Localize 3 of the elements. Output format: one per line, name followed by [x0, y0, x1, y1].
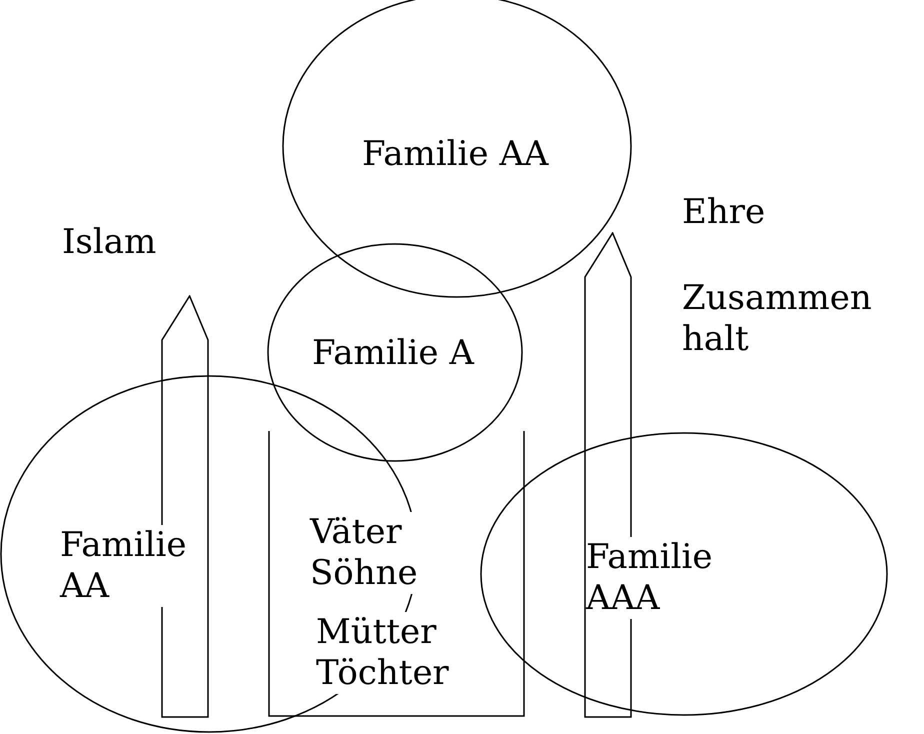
value-label: Islam	[62, 222, 156, 263]
value-label: Ehre	[682, 192, 766, 233]
value-label: Zusammen halt	[682, 278, 873, 360]
